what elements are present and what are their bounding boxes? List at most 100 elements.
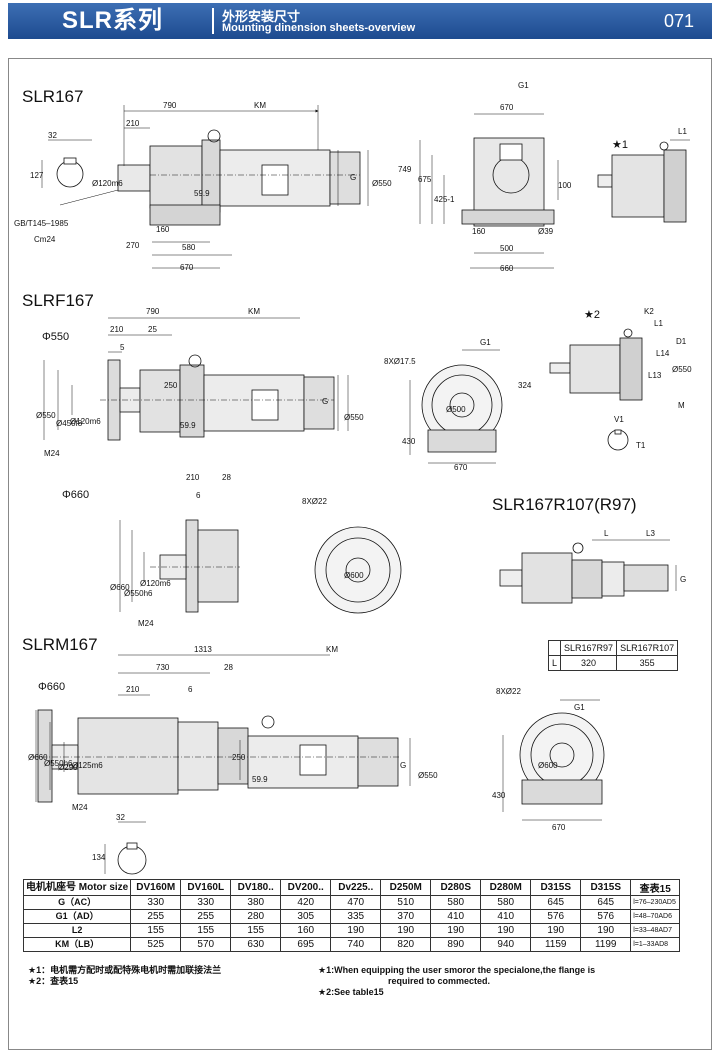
- motor-size-header: 电机机座号 Motor size: [22, 879, 132, 896]
- dim-450f8: Ø450f8: [56, 419, 83, 428]
- table-cell: 305: [280, 909, 332, 924]
- dim-670-m: 670: [552, 823, 566, 832]
- dim-km-f: KM: [248, 307, 260, 316]
- table-cell: 190: [330, 923, 382, 938]
- table-cell: 380: [230, 895, 282, 910]
- note-cn-1: ★1：电机需方配时或配特殊电机时需加联接法兰: [28, 965, 222, 975]
- dim-l13: L13: [648, 371, 662, 380]
- section-title-slr167: SLR167: [22, 87, 83, 106]
- l-table-corner: [547, 640, 562, 656]
- slr167-side-view: [117, 129, 361, 226]
- dim-550h6-m: Ø550h6: [44, 759, 73, 768]
- m24-label-m: M24: [72, 803, 88, 812]
- dim-580: 580: [182, 243, 196, 252]
- dim-660-b: Ø660: [110, 583, 130, 592]
- slrf167-side-view: [100, 354, 335, 441]
- motor-col: DV160L: [180, 879, 232, 896]
- dim-324: 324: [518, 381, 532, 390]
- dim-l1-2: L1: [654, 319, 663, 328]
- dim-670-f: 670: [454, 463, 468, 472]
- dim-v1: V1: [614, 415, 624, 424]
- l-dimension-table: SLR167R97 SLR167R107 L 320 355: [547, 640, 679, 671]
- dim-28-m: 28: [224, 663, 233, 672]
- table-cell: 695: [280, 937, 332, 952]
- l-table-value-r97: 320: [560, 655, 618, 671]
- cm24-label: Cm24: [34, 235, 56, 244]
- notes-cn: ★1：电机需方配时或配特殊电机时需加联接法兰 ★2：查表15: [28, 965, 221, 987]
- dim-32: 32: [48, 131, 57, 140]
- slrf167-flange-view: [409, 349, 503, 464]
- table-cell: 190: [430, 923, 482, 938]
- table-cell: 630: [230, 937, 282, 952]
- table-row: KM（LB） 525 570 630 695 740 820 890 940 1…: [22, 937, 681, 952]
- dim-127: 127: [30, 171, 44, 180]
- table-row: G1（AD） 255 255 280 305 335 370 410 410 5…: [22, 909, 681, 924]
- row-label: G1（AD）: [22, 909, 132, 924]
- table-row: L2 155 155 155 160 190 190 190 190 190 1…: [22, 923, 681, 938]
- dim-790: 790: [163, 101, 177, 110]
- dim-550-f: Ø550: [36, 411, 56, 420]
- table-cell: 330: [130, 895, 182, 910]
- table-cell: 645: [530, 895, 582, 910]
- dim-g1-f: G1: [480, 338, 491, 347]
- row-label: G（AC）: [22, 895, 132, 910]
- table-cell: 155: [230, 923, 282, 938]
- dim-l1: L1: [678, 127, 687, 136]
- header-title-cn: 外形安装尺寸: [222, 9, 301, 24]
- dim-670: 670: [180, 263, 194, 272]
- dim-120m6: Ø120m6: [92, 179, 123, 188]
- table-cell: 740: [330, 937, 382, 952]
- dim-210-f: 210: [110, 325, 124, 334]
- series-title: SLR系列: [62, 7, 163, 34]
- section-title-slr167r107: SLR167R107(R97): [492, 495, 637, 514]
- dim-210-m: 210: [126, 685, 140, 694]
- dim-l14: L14: [656, 349, 670, 358]
- table-row: G（AC） 330 330 380 420 470 510 580 580 64…: [22, 895, 681, 910]
- dim-g-r107: G: [680, 575, 686, 584]
- motor-col: D280M: [480, 879, 532, 896]
- motor-col: DV200..: [280, 879, 332, 896]
- list-cell: l=48–70AD6: [630, 909, 681, 924]
- note-en-1: ★1:When equipping the user smoror the sp…: [318, 965, 596, 975]
- dim-430-m: 430: [492, 791, 506, 800]
- dim-l: L: [604, 529, 609, 538]
- row-label: KM（LB）: [22, 937, 132, 952]
- slr167r107-side-view: [499, 539, 677, 604]
- table-cell: 645: [580, 895, 632, 910]
- dim-100: 100: [558, 181, 572, 190]
- dim-59-9: 59.9: [194, 189, 210, 198]
- dim-phi660-m: Φ660: [38, 681, 65, 693]
- slrf167-detail-view: [549, 328, 643, 451]
- table-cell: 1199: [580, 937, 632, 952]
- table-cell: 370: [380, 909, 432, 924]
- list-cell: l=76–230AD5: [630, 895, 681, 910]
- dim-550-m: Ø550: [418, 771, 438, 780]
- table-cell: 330: [180, 895, 232, 910]
- dim-160: 160: [156, 225, 170, 234]
- dim-134: 134: [92, 853, 106, 862]
- dim-l3: L3: [646, 529, 655, 538]
- motor-col: DV180..: [230, 879, 282, 896]
- dim-270: 270: [126, 241, 140, 250]
- dim-59-9-m: 59.9: [252, 775, 268, 784]
- dim-g-m: G: [400, 761, 406, 770]
- table-cell: 190: [480, 923, 532, 938]
- dim-500-circle: Ø500: [446, 405, 466, 414]
- dim-550: Ø550: [372, 179, 392, 188]
- dim-600: Ø600: [344, 571, 364, 580]
- dim-550h6: Ø550h6: [124, 589, 153, 598]
- table-cell: 576: [580, 909, 632, 924]
- table-cell: 280: [230, 909, 282, 924]
- section-title-slrm167: SLRM167: [22, 635, 98, 654]
- slrm167-shaft-detail: [104, 821, 147, 875]
- table-cell: 820: [380, 937, 432, 952]
- dim-phi550: Φ550: [42, 331, 69, 343]
- l-table-value-r107: 355: [616, 655, 679, 671]
- dim-749: 749: [398, 165, 412, 174]
- dim-g-f: G: [322, 397, 328, 406]
- motor-col: D315S: [580, 879, 632, 896]
- dim-59-9-f: 59.9: [180, 421, 196, 430]
- dim-670-end: 670: [500, 103, 514, 112]
- table-cell: 410: [430, 909, 482, 924]
- table-cell: 190: [580, 923, 632, 938]
